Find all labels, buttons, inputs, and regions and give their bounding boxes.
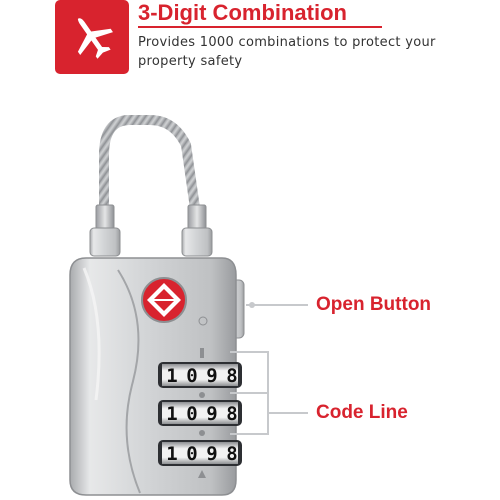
airplane-icon (77, 18, 113, 59)
title-underline (138, 26, 382, 28)
code-line-marks (198, 348, 206, 478)
dial-2-digit-1: 1 (166, 403, 177, 425)
dial-1-digit-2: 0 (186, 365, 197, 387)
dial-2-digit-2: 0 (186, 403, 197, 425)
dial-3-digit-1: 1 (166, 443, 177, 465)
cable-ferrule-right (181, 204, 213, 257)
callout-lines (230, 304, 308, 435)
dial-2-digit-4: 8 (226, 403, 237, 425)
steel-cable (99, 115, 201, 216)
cable-ferrule-left (89, 204, 121, 257)
feature-title: 3-Digit Combination (138, 0, 347, 25)
code-line-callout: Code Line (316, 402, 408, 423)
dial-1-digit-3: 9 (206, 365, 217, 387)
feature-badge (55, 0, 129, 74)
feature-subtitle: Provides 1000 combinations to protect yo… (138, 35, 436, 69)
dial-row-3[interactable] (158, 440, 242, 466)
dial-row-1[interactable] (158, 362, 242, 388)
lock-body (69, 257, 237, 496)
open-button-callout: Open Button (316, 294, 432, 315)
dial-2-digit-3: 9 (206, 403, 217, 425)
dial-1-digit-1: 1 (166, 365, 177, 387)
registered-mark (198, 316, 208, 326)
feature-header: 3-Digit Combination Provides 1000 combin… (0, 0, 500, 80)
dial-row-2[interactable] (158, 400, 242, 426)
dial-3-digit-4: 8 (226, 443, 237, 465)
dial-1-digit-4: 8 (226, 365, 237, 387)
dial-3-digit-2: 0 (186, 443, 197, 465)
open-button-pointer-dot (249, 302, 255, 308)
dial-3-digit-3: 9 (206, 443, 217, 465)
tsa-lock-illustration: 1 0 9 8 1 0 9 8 1 0 9 8 (69, 115, 308, 496)
tsa-logo (141, 277, 187, 323)
